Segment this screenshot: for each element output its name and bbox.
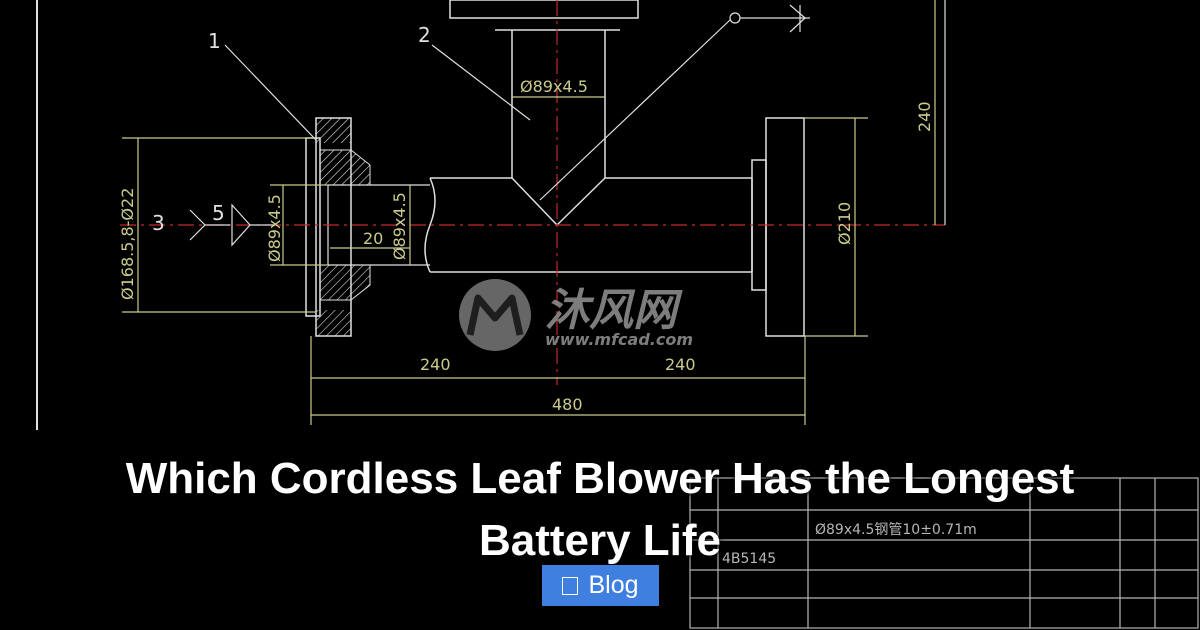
folder-icon <box>562 576 579 595</box>
watermark-brand: 沐风网 <box>545 285 683 336</box>
right-flange <box>765 117 805 337</box>
dim-flange-dia: Ø168.5,8-Ø22 <box>118 188 137 300</box>
dim-pipe-inner: Ø89x4.5 <box>390 192 409 260</box>
label-part-2: 2 <box>418 23 431 47</box>
category-label: Blog <box>588 571 639 599</box>
title-block <box>689 477 1199 629</box>
dim-240-left: 240 <box>420 355 451 374</box>
dim-pipe-top: Ø89x4.5 <box>520 77 588 96</box>
dim-right-dia: Ø210 <box>835 202 854 245</box>
watermark: 沐风网 www.mfcad.com <box>459 279 693 351</box>
post-title[interactable]: Which Cordless Leaf Blower Has the Longe… <box>125 454 1075 565</box>
label-part-3: 3 <box>152 211 165 235</box>
dim-240-right: 240 <box>665 355 696 374</box>
dim-480: 480 <box>552 395 583 414</box>
dim-240-vertical: 240 <box>915 101 934 132</box>
dim-pipe-left: Ø89x4.5 <box>265 194 284 262</box>
top-housing <box>449 0 639 19</box>
category-badge[interactable]: Blog <box>542 565 659 606</box>
watermark-url: www.mfcad.com <box>545 330 693 349</box>
dim-20: 20 <box>363 229 383 248</box>
label-part-1: 1 <box>208 29 221 53</box>
table-row-std: 4B5145 <box>722 551 776 567</box>
table-row-pipe: Ø89x4.5钢管10±0.71m <box>815 522 977 538</box>
label-part-5: 5 <box>212 201 225 225</box>
